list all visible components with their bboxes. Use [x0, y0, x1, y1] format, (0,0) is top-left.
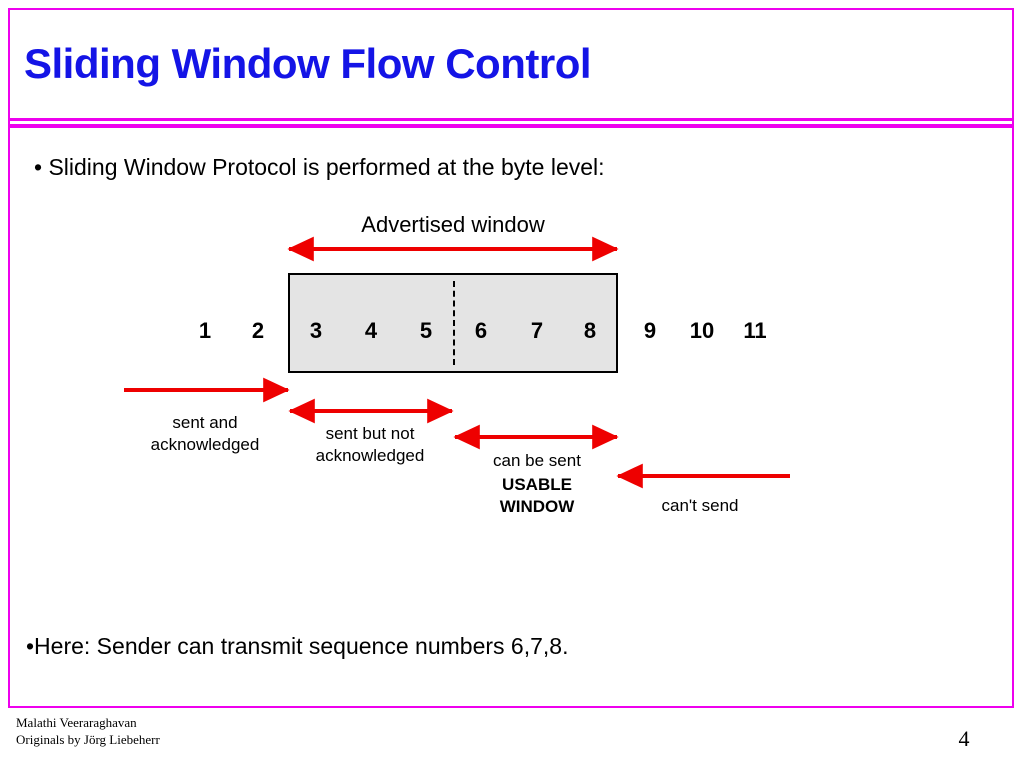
sent-but-not-acknowledged-label-line: acknowledged	[315, 445, 425, 465]
page-title: Sliding Window Flow Control	[24, 40, 592, 87]
sent-and-acknowledged-label: sent and acknowledged	[128, 412, 282, 456]
sequence-number-9: 9	[643, 318, 657, 343]
sequence-number-7: 7	[530, 318, 544, 343]
sequence-number-8: 8	[583, 318, 597, 343]
cant-send-label: can't send	[625, 495, 775, 517]
sent-but-not-acknowledged-label: sent but not acknowledged	[295, 423, 445, 467]
sequence-number-10: 10	[689, 318, 715, 343]
sent-and-acknowledged-label-line: acknowledged	[150, 434, 260, 454]
sequence-number-5: 5	[419, 318, 433, 343]
usable-window-label-line: USABLE	[502, 475, 572, 494]
title-separator-rule-bottom	[8, 124, 1014, 128]
bullet-item-conclusion: •Here: Sender can transmit sequence numb…	[26, 633, 569, 659]
sequence-number-6: 6	[474, 318, 488, 343]
advertised-window-label: Advertised window	[361, 212, 545, 237]
footer-credit: Malathi Veeraraghavan Originals by Jörg …	[16, 714, 160, 748]
page-number: 4	[958, 726, 970, 751]
footer-credit-line-2: Originals by Jörg Liebeherr	[16, 732, 160, 748]
sent-and-acknowledged-label-line: sent and	[172, 413, 238, 432]
usable-window-label-line: WINDOW	[499, 496, 575, 516]
cant-send-label-line: can't send	[661, 496, 739, 515]
sequence-number-1: 1	[198, 318, 212, 343]
sequence-number-2: 2	[251, 318, 265, 343]
window-dashed-divider	[453, 281, 455, 365]
bullet-item-intro: • Sliding Window Protocol is performed a…	[34, 154, 605, 180]
sequence-number-11: 11	[743, 318, 767, 343]
sequence-number-3: 3	[309, 318, 323, 343]
sent-but-not-acknowledged-label-line: sent but not	[325, 424, 415, 443]
can-be-sent-label-line: can be sent	[493, 451, 581, 470]
title-separator-rule-top	[8, 118, 1014, 121]
sequence-number-4: 4	[364, 318, 378, 343]
can-be-sent-label: can be sent	[462, 450, 612, 472]
footer-credit-line-1: Malathi Veeraraghavan	[16, 715, 137, 730]
usable-window-label: USABLE WINDOW	[462, 474, 612, 518]
